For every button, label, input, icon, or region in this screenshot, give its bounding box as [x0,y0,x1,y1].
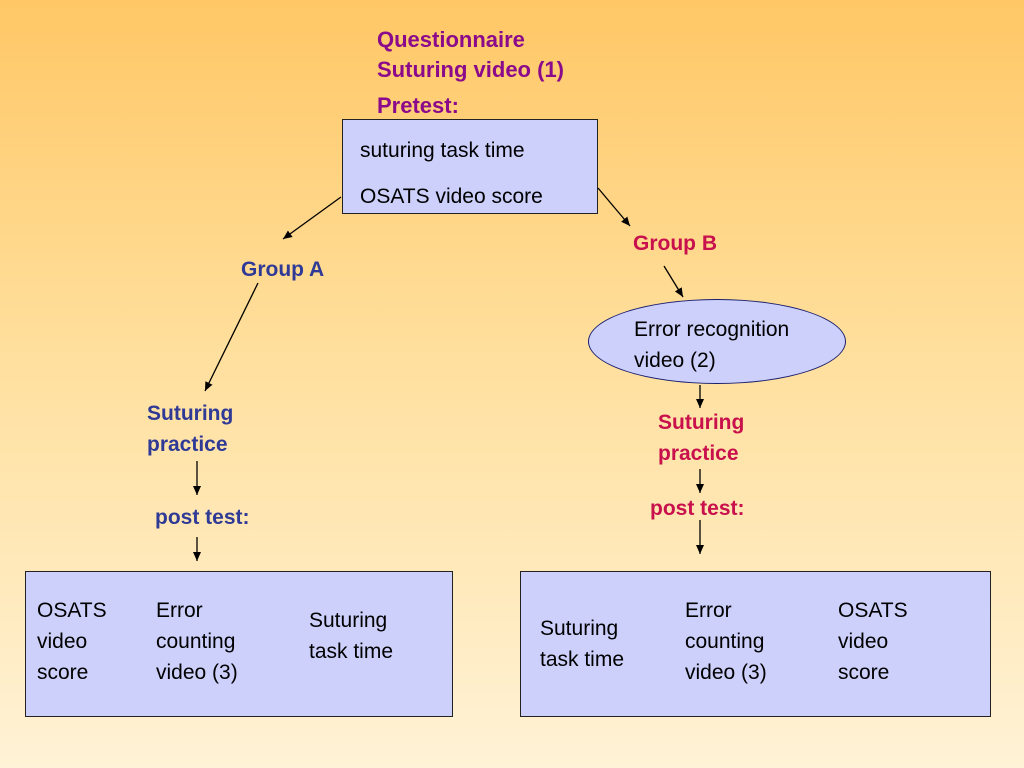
group-a-col1-line2: video [37,630,88,653]
questionnaire-label: Questionnaire [377,27,525,52]
group-b-practice-line2: practice [658,442,739,465]
group-a-col2-line3: video (3) [156,661,238,684]
group-b-col1-line1: Suturing [540,617,619,640]
group-b-col3-line3: score [838,661,890,684]
group-a-col3-line2: task time [309,640,394,663]
group-a-post-test: post test: [155,506,250,529]
arrow-pretest-to-group-b [597,187,631,227]
arrow-pretest-to-group-a [282,196,342,240]
group-a-col1-line1: OSATS [37,599,107,622]
group-b-result-box: Suturing task time Error counting video … [520,571,991,717]
group-b-col2-line1: Error [685,599,732,622]
group-b-post-test: post test: [650,497,745,520]
error-recognition-ellipse: Error recognition video (2) [588,299,846,384]
group-b-col2-line3: video (3) [685,661,767,684]
group-a-label: Group A [241,258,325,281]
pretest-item-task-time: suturing task time [360,139,525,162]
group-a-col1-line3: score [37,661,89,684]
group-a-col3-line1: Suturing [309,609,388,632]
group-b-col1-line2: task time [540,648,625,671]
pretest-label: Pretest: [377,93,459,118]
group-a-practice-line1: Suturing [147,402,234,425]
group-a-practice-line2: practice [147,433,228,456]
pretest-item-osats-score: OSATS video score [360,185,543,208]
group-b-col3-line2: video [838,630,889,653]
pretest-box: suturing task time OSATS video score [342,119,598,214]
ellipse-line1: Error recognition [634,318,790,341]
group-b-col2-line2: counting [685,630,765,653]
group-b-col3-line1: OSATS [838,599,908,622]
ellipse-line2: video (2) [634,349,716,372]
arrow-group-a-to-practice [204,282,259,392]
group-a-result-box: OSATS video score Error counting video (… [25,571,453,717]
group-a-col2-line2: counting [156,630,236,653]
group-b-label: Group B [633,232,717,255]
arrow-group-b-to-ellipse [663,265,684,298]
group-a-col2-line1: Error [156,599,203,622]
group-b-practice-line1: Suturing [658,411,745,434]
suturing-video-label: Suturing video (1) [377,57,564,82]
